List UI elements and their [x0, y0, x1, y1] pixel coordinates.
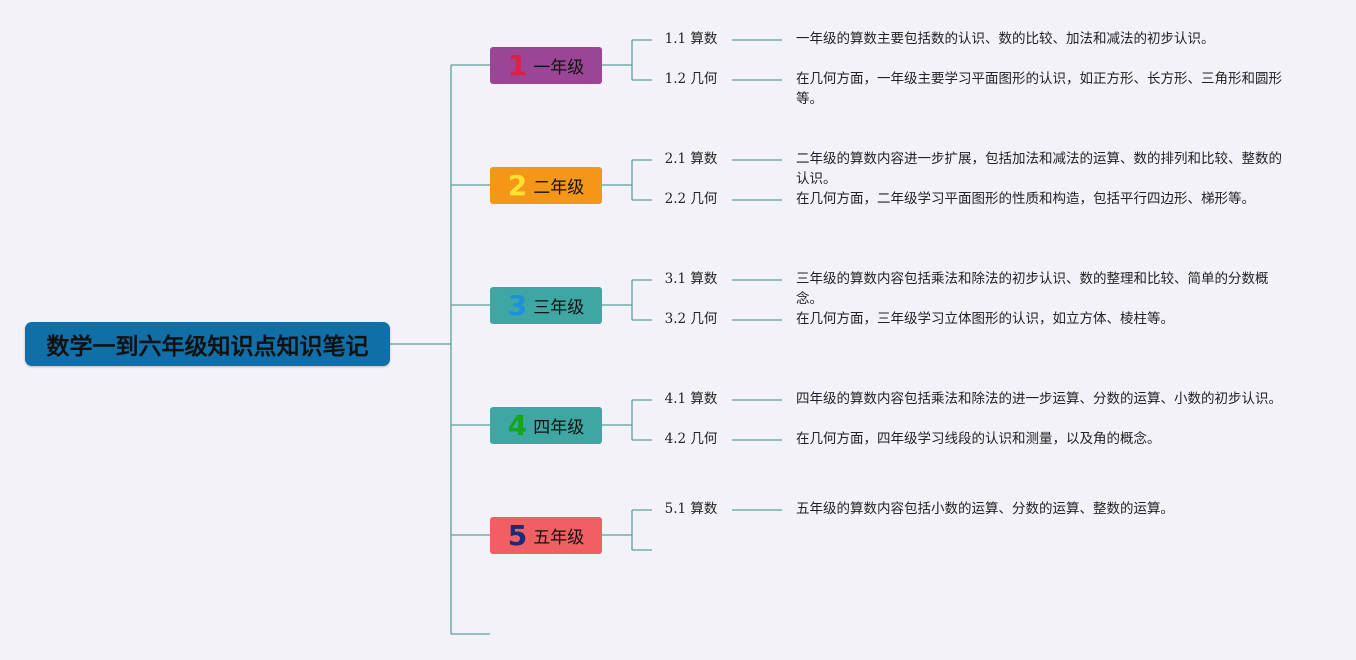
topic-description[interactable]: 在几何方面，二年级学习平面图形的性质和构造，包括平行四边形、梯形等。 — [796, 191, 1255, 207]
topic-title[interactable]: 3.2 几何 — [664, 311, 718, 327]
topic-title[interactable]: 5.1 算数 — [664, 501, 718, 517]
grade-label: 三年级 — [533, 298, 585, 318]
topic-description[interactable]: 一年级的算数主要包括数的认识、数的比较、加法和减法的初步认识。 — [796, 31, 1215, 47]
topic-description[interactable]: 在几何方面，三年级学习立体图形的认识，如立方体、棱柱等。 — [796, 311, 1174, 327]
topic-description[interactable]: 在几何方面，一年级主要学习平面图形的认识，如正方形、长方形、三角形和圆形等。 — [796, 71, 1282, 107]
root-title: 数学一到六年级知识点知识笔记 — [46, 334, 369, 360]
grade-label: 五年级 — [533, 528, 585, 548]
grade-label: 一年级 — [533, 58, 585, 78]
topic-title[interactable]: 1.1 算数 — [664, 31, 718, 47]
grade-number: 5 — [507, 518, 528, 552]
topic-description[interactable]: 在几何方面，四年级学习线段的认识和测量，以及角的概念。 — [796, 431, 1161, 447]
grade-number: 4 — [507, 408, 528, 442]
topic-description[interactable]: 三年级的算数内容包括乘法和除法的初步认识、数的整理和比较、简单的分数概念。 — [796, 271, 1269, 307]
topic-description[interactable]: 二年级的算数内容进一步扩展，包括加法和减法的运算、数的排列和比较、整数的认识。 — [796, 151, 1282, 187]
topic-description[interactable]: 五年级的算数内容包括小数的运算、分数的运算、整数的运算。 — [796, 501, 1174, 517]
topic-title[interactable]: 4.1 算数 — [664, 391, 718, 407]
grade-label: 二年级 — [533, 178, 585, 198]
grade-number: 3 — [507, 288, 528, 322]
grade-label: 四年级 — [533, 418, 585, 438]
grade-number: 2 — [507, 168, 528, 202]
topic-title[interactable]: 3.1 算数 — [664, 271, 718, 287]
topic-description[interactable]: 四年级的算数内容包括乘法和除法的进一步运算、分数的运算、小数的初步认识。 — [796, 391, 1282, 407]
topic-title[interactable]: 4.2 几何 — [664, 431, 718, 447]
grade-number: 1 — [507, 48, 528, 82]
topic-title[interactable]: 2.2 几何 — [664, 191, 718, 207]
root-topic[interactable]: 数学一到六年级知识点知识笔记 — [25, 322, 390, 366]
topic-title[interactable]: 1.2 几何 — [664, 71, 718, 87]
topic-title[interactable]: 2.1 算数 — [664, 151, 718, 167]
